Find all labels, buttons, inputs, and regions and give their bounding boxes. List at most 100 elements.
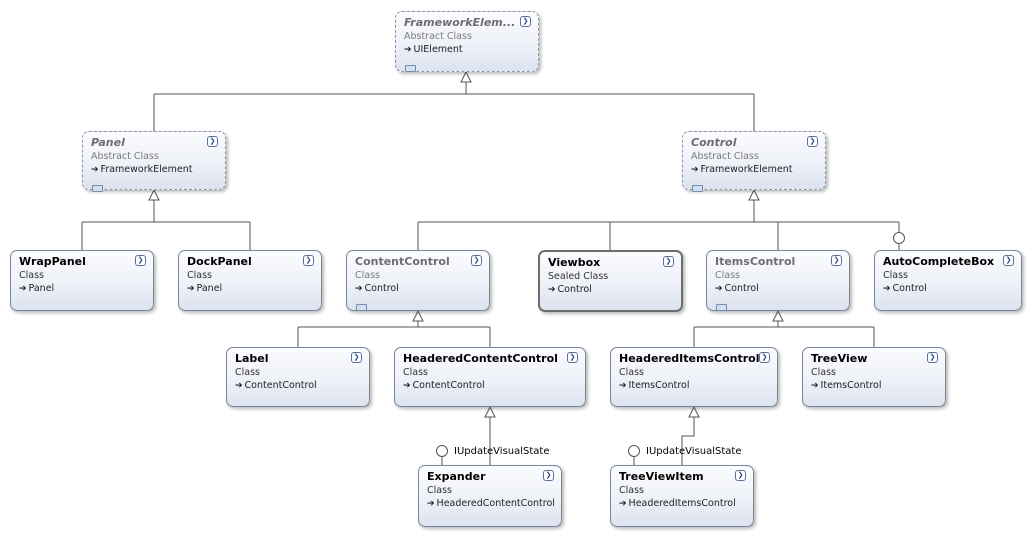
collapse-chevron-icon[interactable]: ❯	[927, 352, 938, 363]
inheritance-arrow-icon: ➔	[19, 284, 27, 294]
base-class: ➔ItemsControl	[811, 379, 937, 393]
collapse-chevron-icon[interactable]: ❯	[471, 255, 482, 266]
members-compartment[interactable]	[715, 296, 841, 315]
class-kind: Class	[883, 270, 908, 281]
base-class-label: Panel	[196, 283, 223, 294]
members-compartment[interactable]	[355, 296, 481, 315]
collapse-chevron-icon[interactable]: ❯	[543, 470, 554, 481]
collapse-chevron-icon[interactable]: ❯	[663, 256, 674, 267]
base-class: ➔Panel	[187, 282, 313, 296]
class-kind: Class	[619, 485, 644, 496]
inheritance-arrow-icon: ➔	[355, 284, 363, 294]
inheritance-arrow-icon: ➔	[715, 284, 723, 294]
class-kind: Class	[19, 270, 44, 281]
base-class-label: ContentControl	[244, 380, 317, 391]
class-name: Panel	[91, 136, 125, 149]
base-class: ➔Control	[355, 282, 481, 296]
connector-contentcontrol	[297, 311, 491, 347]
class-control[interactable]: Control Abstract Class ➔FrameworkElement…	[682, 131, 826, 192]
members-compartment[interactable]	[691, 177, 817, 196]
class-name: AutoCompleteBox	[883, 255, 995, 268]
class-viewbox[interactable]: Viewbox Sealed Class ➔Control ❯	[538, 250, 683, 312]
class-kind: Abstract Class	[691, 151, 759, 162]
base-class-label: ItemsControl	[628, 380, 690, 391]
collapse-chevron-icon[interactable]: ❯	[1003, 255, 1014, 266]
class-name: TreeView	[811, 352, 868, 365]
class-headereditemscontrol[interactable]: HeaderedItemsControl Class ➔ItemsControl…	[610, 347, 778, 407]
inheritance-arrow-icon	[772, 309, 784, 322]
connector-panel	[81, 190, 251, 250]
class-name: HeaderedItemsControl	[619, 352, 760, 365]
class-kind: Abstract Class	[91, 151, 159, 162]
collapse-chevron-icon[interactable]: ❯	[567, 352, 578, 363]
class-name: Expander	[427, 470, 486, 483]
class-name: HeaderedContentControl	[403, 352, 558, 365]
members-compartment[interactable]	[91, 177, 217, 196]
class-kind: Class	[619, 367, 644, 378]
interface-label: IUpdateVisualState	[646, 446, 742, 457]
inheritance-arrow-icon: ➔	[91, 165, 99, 175]
base-class: ➔ContentControl	[403, 379, 577, 393]
collapse-chevron-icon[interactable]: ❯	[831, 255, 842, 266]
base-class: ➔Control	[715, 282, 841, 296]
interface-lollipop-icon	[436, 445, 448, 457]
base-class: ➔HeaderedContentControl	[427, 497, 555, 511]
class-kind: Class	[715, 270, 740, 281]
class-contentcontrol[interactable]: ContentControl Class ➔Control ❯	[346, 250, 490, 311]
connector-headereditemscontrol	[681, 407, 695, 465]
class-name: DockPanel	[187, 255, 252, 268]
class-expander[interactable]: Expander Class ➔HeaderedContentControl ❯	[418, 465, 562, 527]
class-kind: Class	[427, 485, 452, 496]
members-compartment-icon	[356, 304, 367, 311]
class-label[interactable]: Label Class ➔ContentControl ❯	[226, 347, 370, 407]
base-class: ➔FrameworkElement	[691, 163, 817, 177]
inheritance-arrow-icon: ➔	[691, 165, 699, 175]
connector-control	[417, 190, 900, 250]
base-class-label: UIElement	[413, 44, 463, 55]
class-itemscontrol[interactable]: ItemsControl Class ➔Control ❯	[706, 250, 850, 311]
collapse-chevron-icon[interactable]: ❯	[303, 255, 314, 266]
inheritance-arrow-icon: ➔	[404, 45, 412, 55]
class-panel[interactable]: Panel Abstract Class ➔FrameworkElement ❯	[82, 131, 226, 192]
collapse-chevron-icon[interactable]: ❯	[735, 470, 746, 481]
class-name: ContentControl	[355, 255, 450, 268]
class-headeredcontentcontrol[interactable]: HeaderedContentControl Class ➔ContentCon…	[394, 347, 586, 407]
base-class: ➔ItemsControl	[619, 379, 769, 393]
class-autocompletebox[interactable]: AutoCompleteBox Class ➔Control ❯	[874, 250, 1022, 311]
interface-label: IUpdateVisualState	[454, 446, 550, 457]
base-class-label: Control	[364, 283, 399, 294]
collapse-chevron-icon[interactable]: ❯	[135, 255, 146, 266]
collapse-chevron-icon[interactable]: ❯	[351, 352, 362, 363]
interface-lollipop-icon	[628, 445, 640, 457]
class-name: TreeViewItem	[619, 470, 704, 483]
base-class: ➔ContentControl	[235, 379, 361, 393]
class-treeviewitem[interactable]: TreeViewItem Class ➔HeaderedItemsControl…	[610, 465, 754, 527]
collapse-chevron-icon[interactable]: ❯	[759, 352, 770, 363]
class-name: FrameworkElem...	[404, 16, 516, 29]
collapse-chevron-icon[interactable]: ❯	[807, 136, 818, 147]
collapse-chevron-icon[interactable]: ❯	[207, 136, 218, 147]
base-class-label: Control	[557, 284, 592, 295]
inheritance-arrow-icon: ➔	[548, 285, 556, 295]
class-frameworkelement[interactable]: FrameworkElem... Abstract Class ➔UIEleme…	[395, 11, 539, 72]
base-class-label: FrameworkElement	[100, 164, 193, 175]
inheritance-arrow-icon: ➔	[883, 284, 891, 294]
class-kind: Class	[403, 367, 428, 378]
connector-itemscontrol	[693, 311, 875, 347]
class-kind: Class	[187, 270, 212, 281]
base-class-label: Control	[892, 283, 927, 294]
collapse-chevron-icon[interactable]: ❯	[520, 16, 531, 27]
class-treeview[interactable]: TreeView Class ➔ItemsControl ❯	[802, 347, 946, 407]
base-class-label: Panel	[28, 283, 55, 294]
class-dockpanel[interactable]: DockPanel Class ➔Panel ❯	[178, 250, 322, 311]
inheritance-arrow-icon	[748, 188, 760, 201]
inheritance-arrow-icon: ➔	[427, 499, 435, 509]
class-kind: Class	[235, 367, 260, 378]
base-class-label: ItemsControl	[820, 380, 882, 391]
inheritance-arrow-icon	[412, 309, 424, 322]
inheritance-arrow-icon: ➔	[187, 284, 195, 294]
base-class: ➔UIElement	[404, 43, 530, 57]
base-class: ➔Panel	[19, 282, 145, 296]
members-compartment[interactable]	[404, 57, 530, 76]
class-wrappanel[interactable]: WrapPanel Class ➔Panel ❯	[10, 250, 154, 311]
